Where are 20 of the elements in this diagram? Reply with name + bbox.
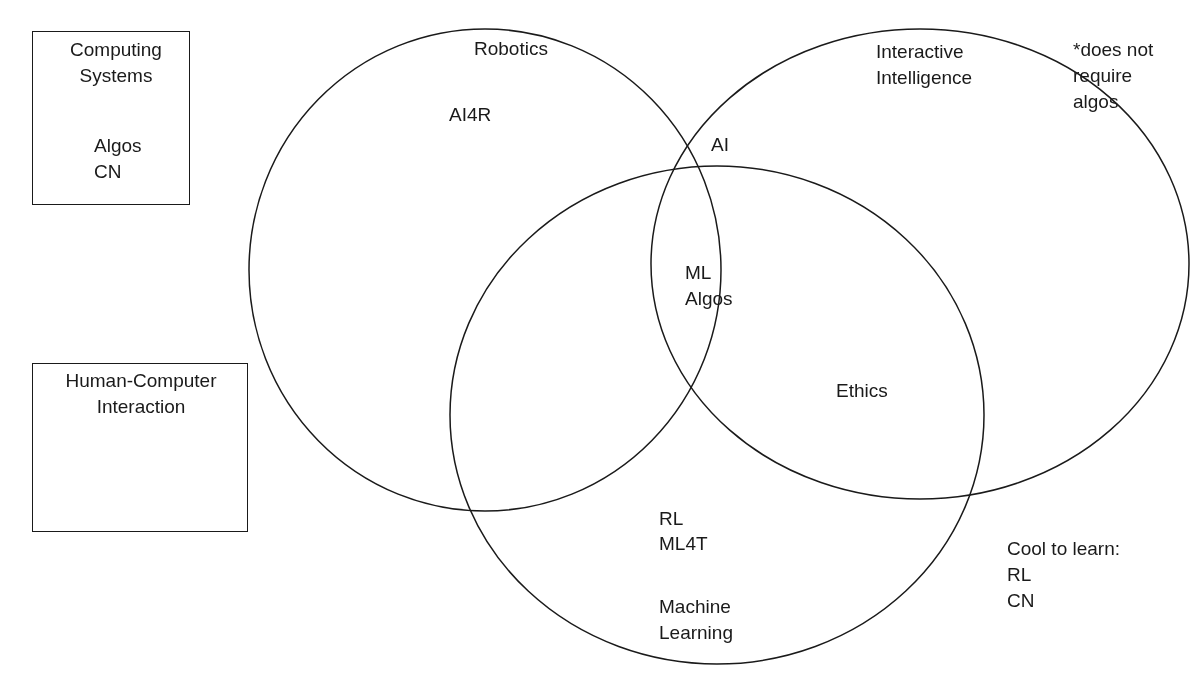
overlap-label: AI: [711, 133, 729, 157]
set-item: Machine Learning: [659, 595, 734, 645]
venn-ellipse: [449, 165, 985, 665]
set-item: Algos: [94, 134, 143, 158]
set-item: AI4R: [449, 103, 493, 127]
venn-ellipse: [650, 28, 1190, 500]
category-box: [32, 363, 248, 532]
set-item: ML4T: [659, 532, 709, 556]
note-text: RL: [1007, 563, 1032, 587]
note-text: Cool to learn:: [1007, 537, 1120, 561]
set-title: RL: [659, 507, 685, 531]
set-title: Computing Systems: [69, 38, 163, 88]
set-item: CN: [94, 160, 123, 184]
set-title: Robotics: [474, 37, 549, 61]
category-box: [32, 31, 190, 205]
overlap-label: ML: [685, 261, 712, 285]
set-title: Interactive Intelligence: [876, 40, 974, 90]
set-title: Human-Computer Interaction: [64, 369, 218, 419]
overlap-label: Ethics: [836, 379, 888, 403]
note-text: CN: [1007, 589, 1035, 613]
